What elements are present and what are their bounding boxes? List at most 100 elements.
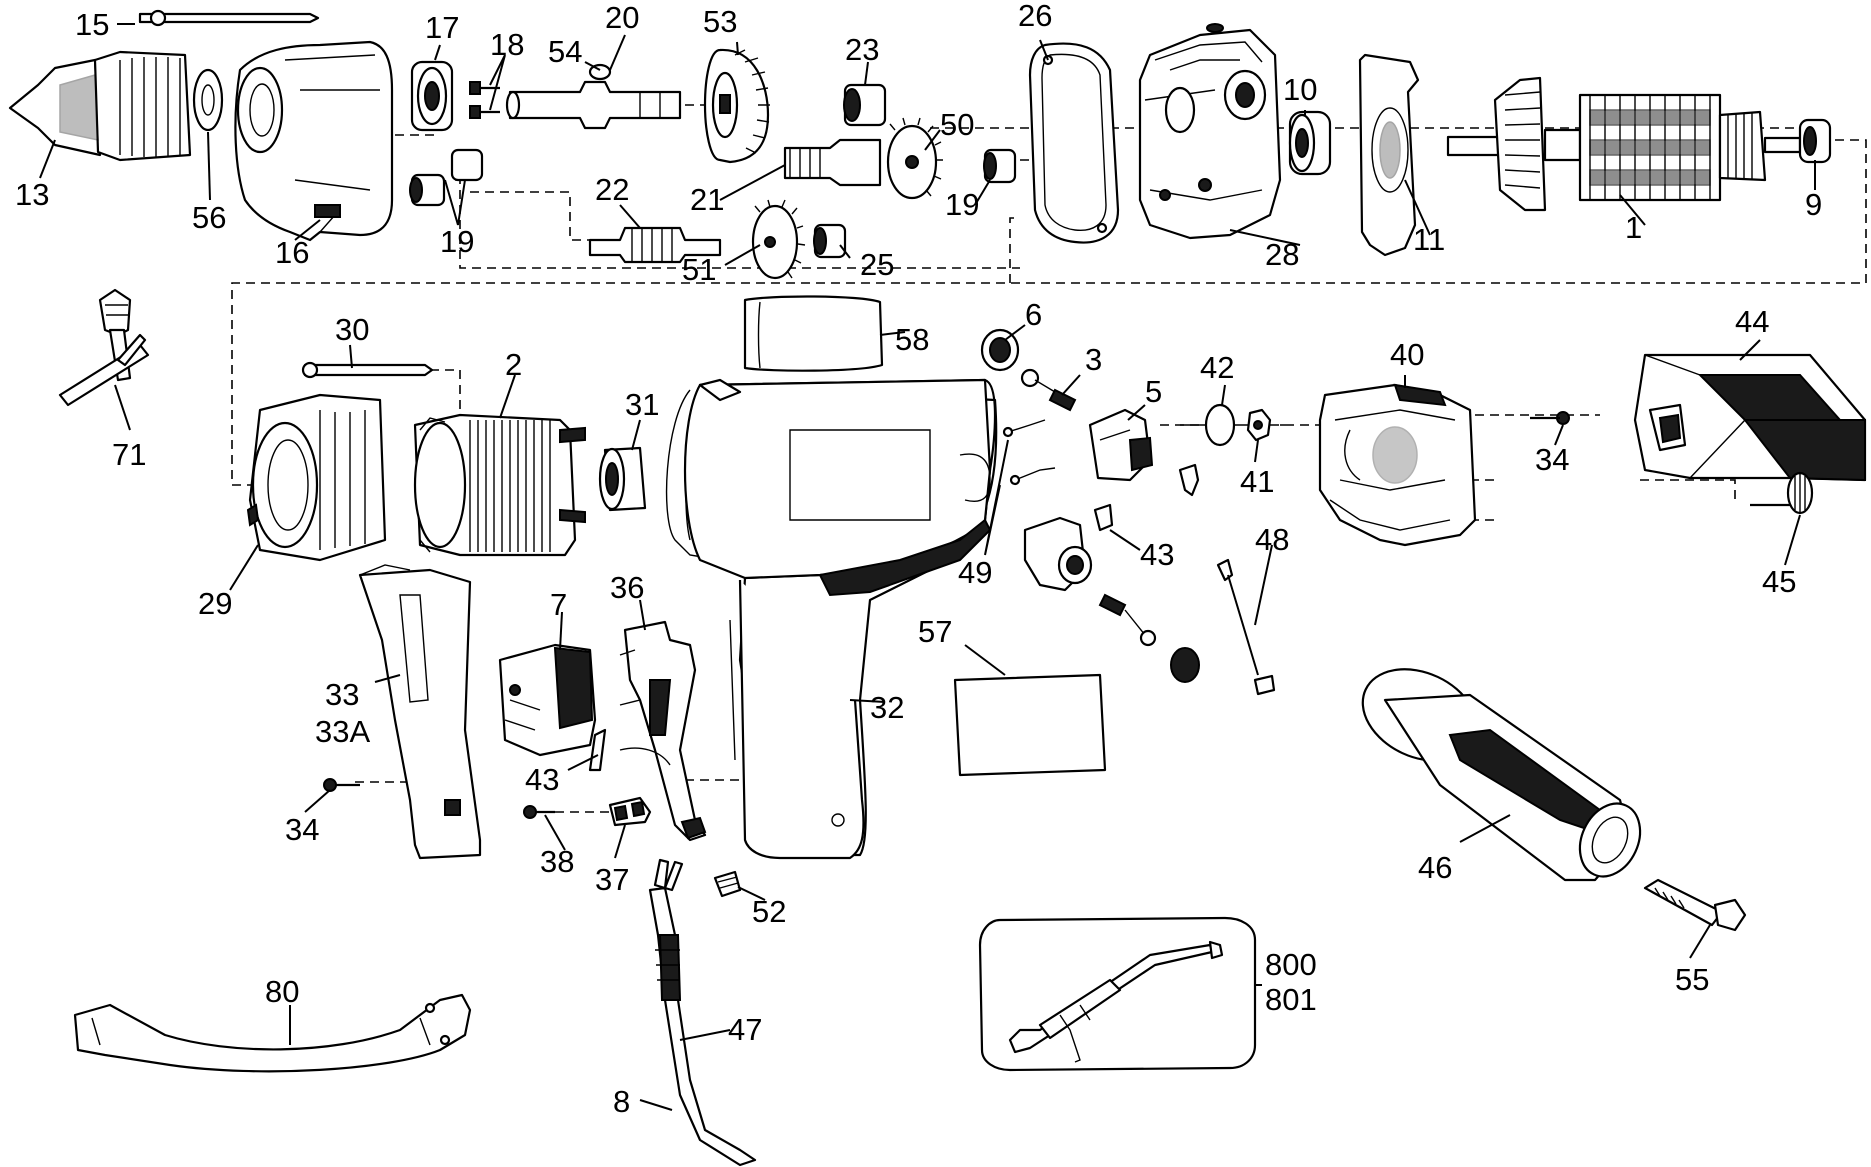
chuck-key-part-71 <box>58 288 150 407</box>
wire-nut-part-52 <box>713 870 742 898</box>
washer-part-56 <box>192 68 224 132</box>
end-cap-part-40 <box>1318 383 1477 547</box>
callout-55: 55 <box>1675 962 1709 997</box>
callout-28: 28 <box>1265 237 1299 272</box>
gear-case-part-16 <box>234 40 394 242</box>
callout-44: 44 <box>1735 304 1769 339</box>
callout-6: 6 <box>1025 297 1042 332</box>
callout-53: 53 <box>703 4 737 39</box>
bushing-part-31 <box>598 446 647 512</box>
callout-42: 42 <box>1200 350 1234 385</box>
armature-part-1 <box>1446 76 1802 212</box>
callout-41: 41 <box>1240 464 1274 499</box>
callout-51: 51 <box>682 252 716 287</box>
motor-housing-part-32 <box>665 378 998 860</box>
callout-21: 21 <box>690 182 724 217</box>
callout-71: 71 <box>112 437 146 472</box>
callout-47: 47 <box>728 1012 762 1047</box>
callout-25: 25 <box>860 247 894 282</box>
callout-34-left: 34 <box>285 812 319 847</box>
fan-baffle-part-29 <box>246 393 387 562</box>
nut-part-41 <box>1246 408 1272 442</box>
brush-cap-part-6 <box>980 328 1020 372</box>
callout-labels: 15 20 53 26 17 18 54 23 10 50 13 56 16 1… <box>15 0 1822 1119</box>
bearing-part-19-right <box>983 148 1017 184</box>
bearing-part-23 <box>843 83 887 127</box>
callout-56: 56 <box>192 200 226 235</box>
spindle-part-20 <box>505 80 682 130</box>
nameplate-part-57 <box>953 673 1107 777</box>
callout-8: 8 <box>613 1084 630 1119</box>
callout-16: 16 <box>275 235 309 270</box>
screw-part-34-right <box>1530 411 1570 425</box>
screw-part-30 <box>301 361 434 379</box>
callout-2: 2 <box>505 347 522 382</box>
lead-wire-part-48 <box>1216 558 1276 696</box>
brush-leads-part-49 <box>1002 419 1056 486</box>
clip-part-43-upper <box>1178 463 1200 497</box>
callout-10: 10 <box>1283 72 1317 107</box>
screw-part-15 <box>138 9 320 27</box>
callout-33a: 33A <box>315 714 370 749</box>
callout-29: 29 <box>198 586 232 621</box>
callout-43-upper: 43 <box>1140 537 1174 572</box>
pinion-part-21 <box>783 138 882 187</box>
callout-58: 58 <box>895 322 929 357</box>
gear-part-53 <box>703 48 770 164</box>
callout-1: 1 <box>1625 210 1642 245</box>
callout-36: 36 <box>610 570 644 605</box>
bearings-part-19-left <box>409 148 484 207</box>
callout-3: 3 <box>1085 342 1102 377</box>
clip-part-43-mid <box>1093 503 1114 532</box>
label-part-58 <box>743 295 884 372</box>
callout-30: 30 <box>335 312 369 347</box>
key-part-54 <box>588 63 612 81</box>
callout-40: 40 <box>1390 337 1424 372</box>
callout-22: 22 <box>595 172 629 207</box>
trigger-frame-part-36 <box>619 620 707 842</box>
strap-part-80 <box>73 993 472 1073</box>
chuck-part-13 <box>8 50 192 162</box>
callout-19-right: 19 <box>945 187 979 222</box>
d-handle-part-44 <box>1633 353 1867 482</box>
washer-part-42 <box>1180 403 1236 447</box>
bolt-part-55 <box>1643 878 1747 932</box>
callout-43-lower: 43 <box>525 762 559 797</box>
gear-shaft-part-22 <box>588 226 722 264</box>
callout-37: 37 <box>595 862 629 897</box>
callout-5: 5 <box>1145 374 1162 409</box>
callout-46: 46 <box>1418 850 1452 885</box>
power-cord-part-47 <box>648 858 757 1167</box>
callout-800: 800 <box>1265 947 1317 982</box>
callout-801: 801 <box>1265 982 1317 1017</box>
gear-part-51 <box>751 199 806 280</box>
gear-part-50 <box>886 117 943 200</box>
callout-11: 11 <box>1413 222 1445 257</box>
baffle-plate-part-11 <box>1358 53 1420 257</box>
brush-holder-part-5 <box>1088 408 1154 482</box>
callout-20: 20 <box>605 0 639 35</box>
callout-33: 33 <box>325 677 359 712</box>
bearing-housing-part-28 <box>1138 23 1282 240</box>
brush-holder-lower <box>1023 516 1200 683</box>
callout-50: 50 <box>940 107 974 142</box>
callout-23: 23 <box>845 32 879 67</box>
callout-7: 7 <box>550 587 567 622</box>
callout-49: 49 <box>958 555 992 590</box>
callout-52: 52 <box>752 894 786 929</box>
bearing-part-25 <box>813 223 847 259</box>
callout-34-right: 34 <box>1535 442 1569 477</box>
callout-9: 9 <box>1805 187 1822 222</box>
brush-part-3 <box>1020 368 1077 412</box>
knob-screw-part-45 <box>1750 471 1814 515</box>
callout-26: 26 <box>1018 0 1052 33</box>
callout-31: 31 <box>625 387 659 422</box>
callout-80: 80 <box>265 974 299 1009</box>
side-handle-part-46 <box>1361 668 1642 882</box>
leader-lines <box>39 23 1816 1111</box>
screws-part-18 <box>469 81 500 119</box>
callout-32: 32 <box>870 690 904 725</box>
bearing-part-9 <box>1798 118 1832 164</box>
screw-part-38 <box>523 805 555 819</box>
